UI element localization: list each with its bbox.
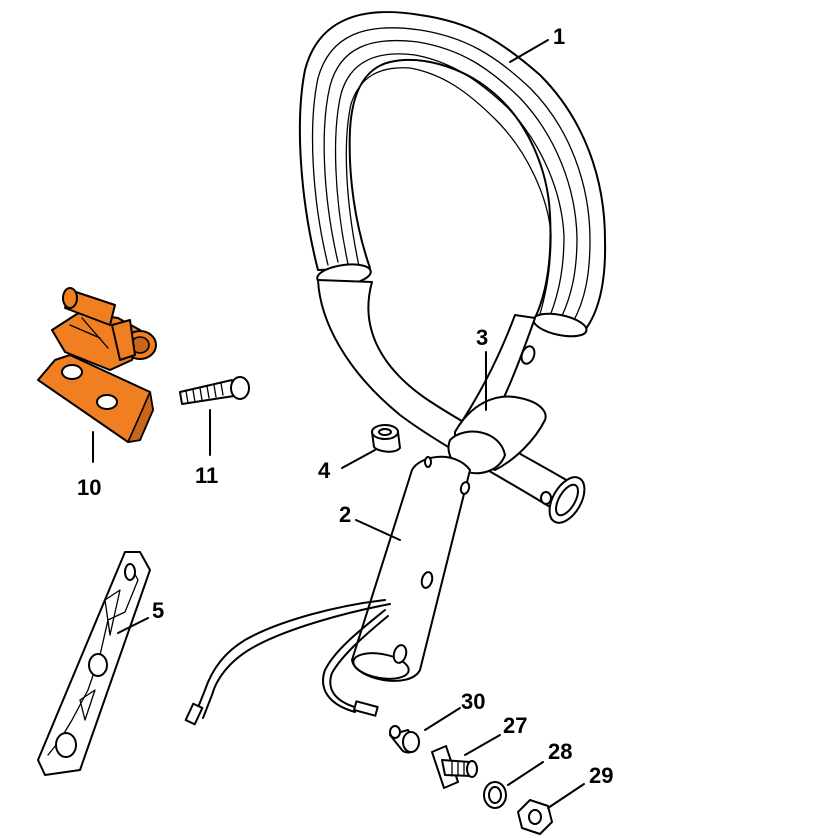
part-11-screw[interactable] — [179, 376, 250, 405]
part-4-spacer[interactable] — [371, 424, 401, 453]
callout-29: 29 — [589, 763, 613, 788]
callout-10: 10 — [77, 475, 101, 500]
callout-28: 28 — [548, 739, 572, 764]
callouts: 1 2 3 4 5 10 11 27 28 29 30 — [77, 24, 613, 788]
leader-lines — [92, 39, 585, 809]
part-1-handlebar-grip[interactable] — [298, 11, 607, 340]
part-30-sleeve[interactable] — [389, 725, 420, 754]
part-5-guide-plate[interactable] — [37, 551, 151, 776]
callout-11: 11 — [195, 463, 218, 488]
callout-5: 5 — [152, 598, 164, 623]
heating-cable — [184, 599, 391, 726]
callout-1: 1 — [553, 24, 565, 49]
callout-3: 3 — [476, 325, 488, 350]
part-29-nut[interactable] — [517, 799, 553, 835]
callout-4: 4 — [318, 458, 331, 483]
callout-2: 2 — [339, 502, 351, 527]
part-28-washer[interactable] — [483, 781, 507, 809]
bracket-bolt-pin — [62, 287, 157, 361]
callout-27: 27 — [503, 713, 527, 738]
part-2-support-tube[interactable] — [351, 455, 471, 683]
part-27-contact-pin[interactable] — [431, 745, 478, 789]
callout-30: 30 — [461, 689, 485, 714]
part-10-bracket[interactable] — [37, 287, 157, 443]
